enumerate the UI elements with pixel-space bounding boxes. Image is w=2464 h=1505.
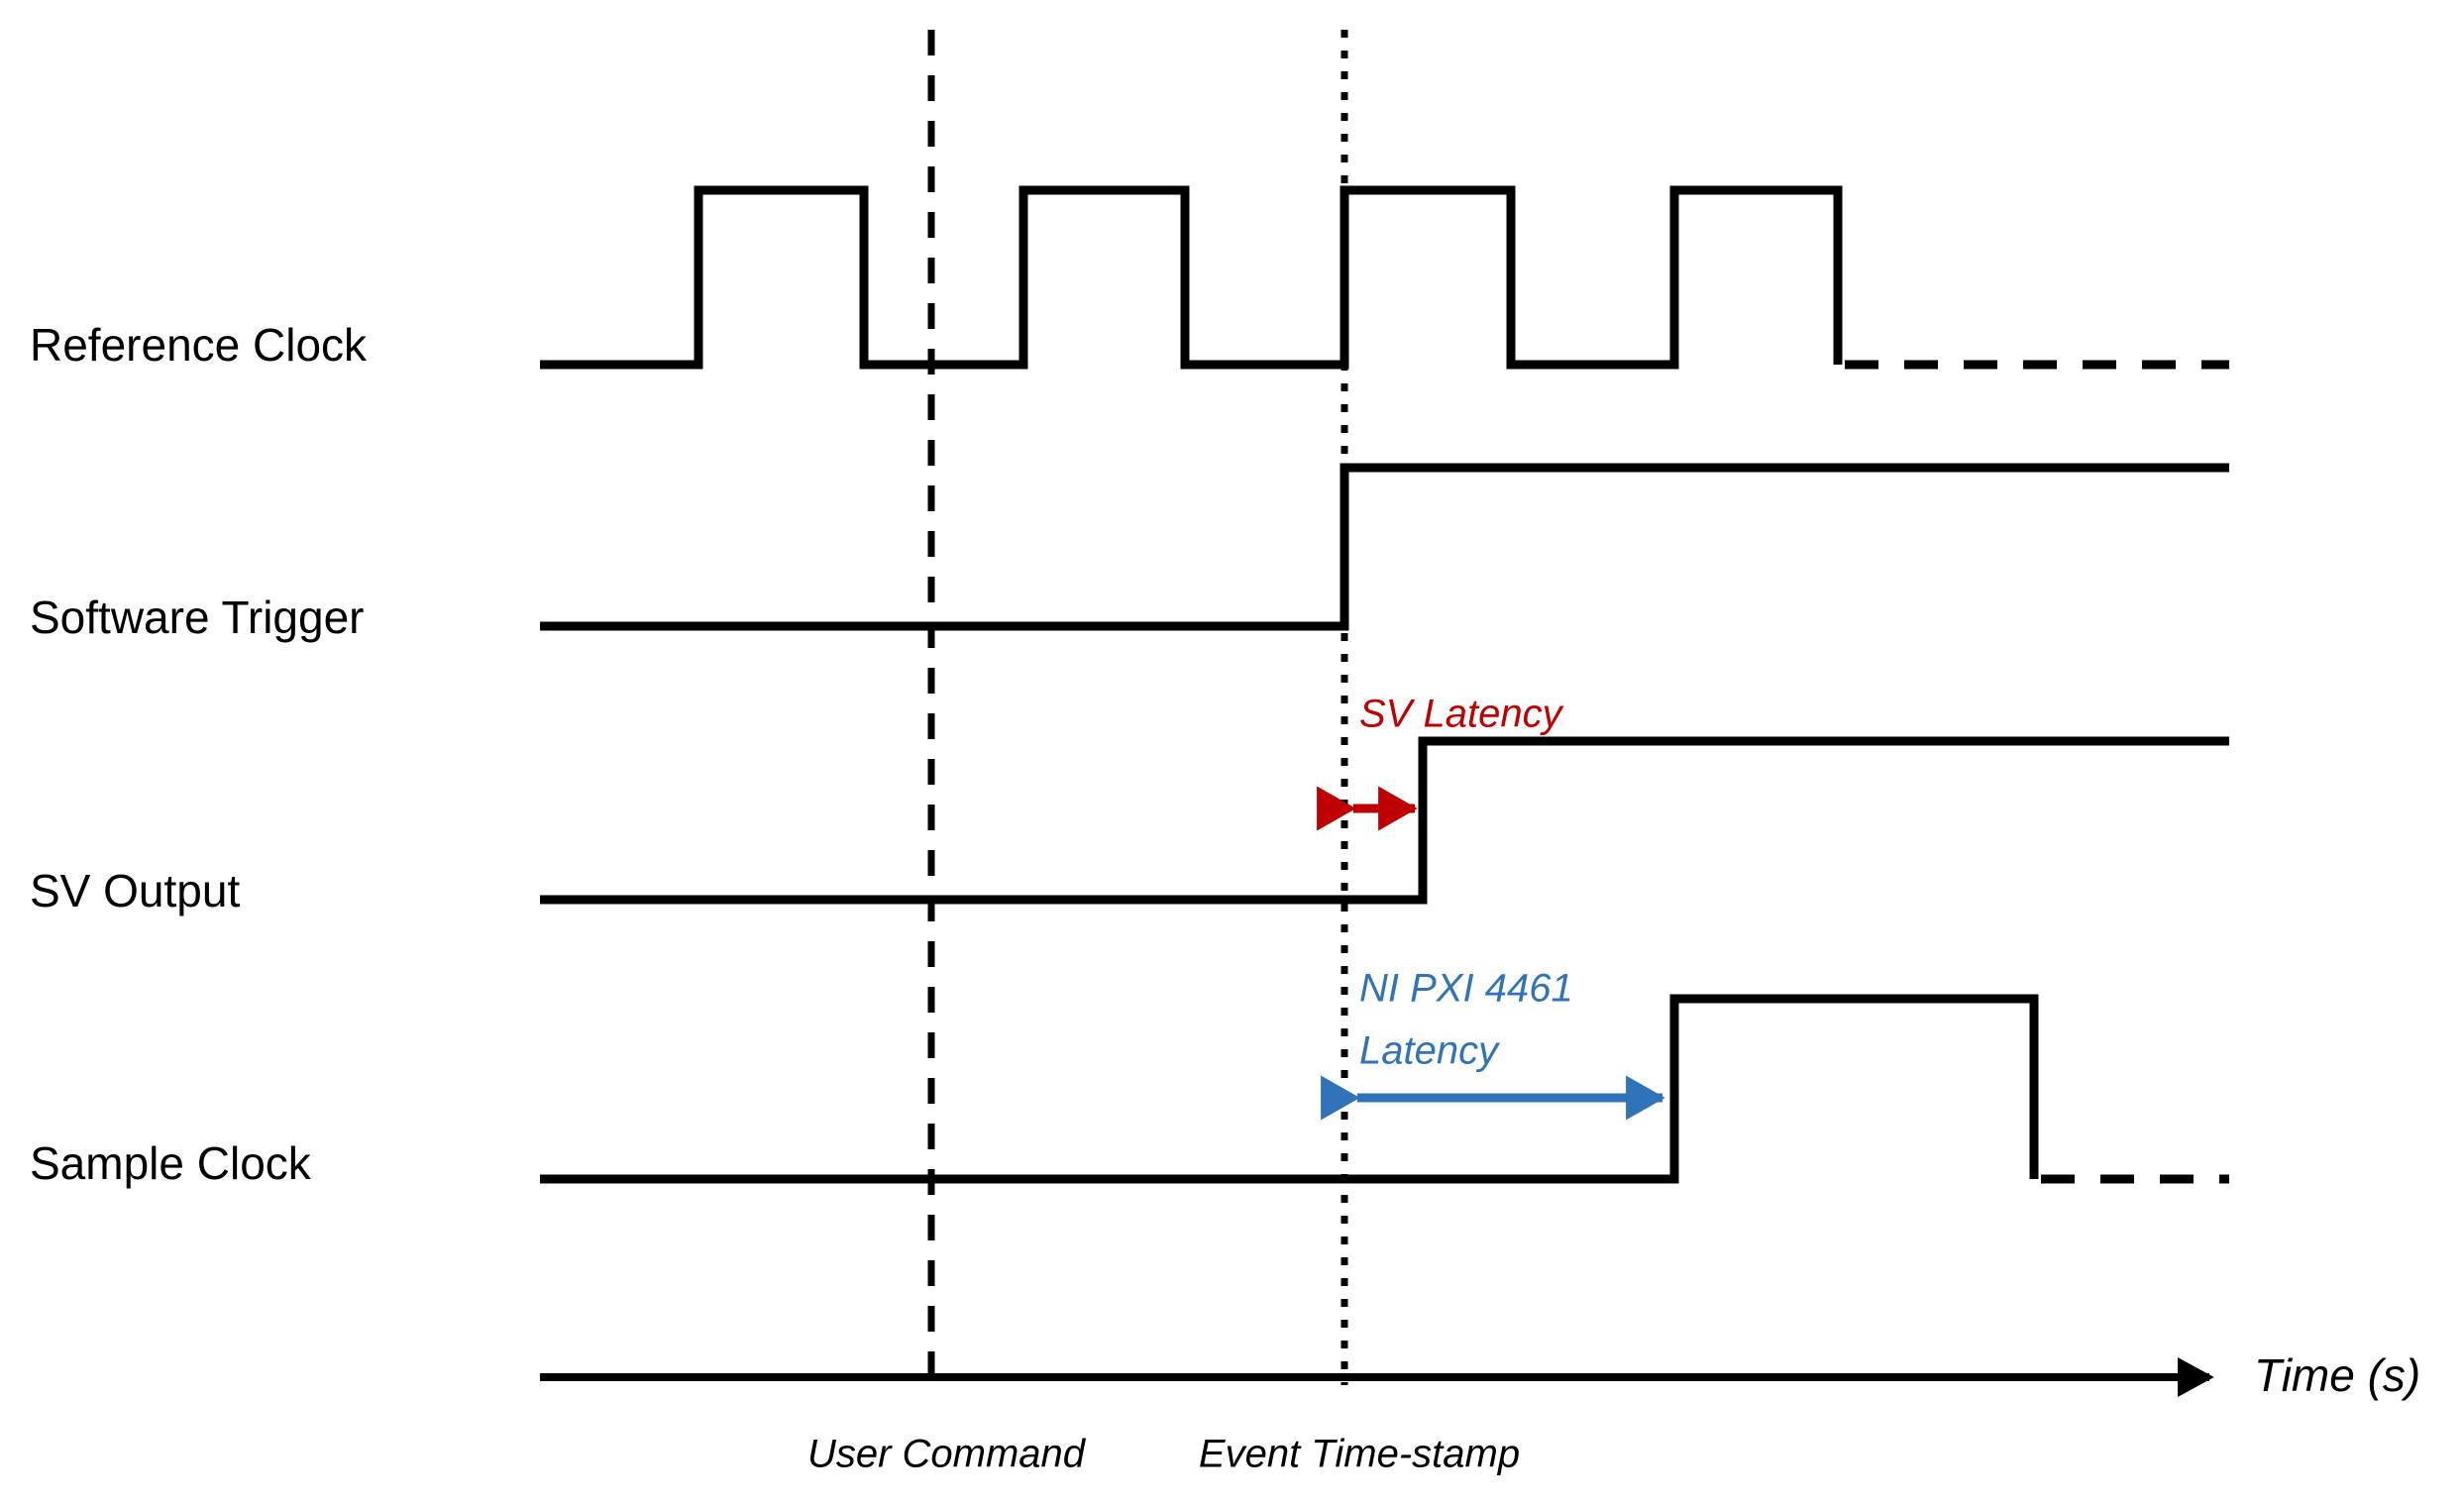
marker-label-user-command: User Command <box>807 1433 1087 1476</box>
annotation-ni-latency-line1: NI PXI 4461 <box>1359 967 1573 1011</box>
waveform-sample-clock <box>540 994 2039 1184</box>
annotation-sv-latency-label: SV Latency <box>1359 693 1565 736</box>
signal-label-reference-clock: Reference Clock <box>30 319 368 371</box>
waveform-software-trigger <box>540 463 2229 631</box>
marker-label-event-timestamp: Event Time-stamp <box>1199 1433 1520 1476</box>
signal-label-sv-output: SV Output <box>30 865 240 916</box>
signal-label-software-trigger: Software Trigger <box>30 591 364 643</box>
time-axis-label: Time (s) <box>2254 1349 2420 1401</box>
signal-label-sample-clock: Sample Clock <box>30 1137 312 1189</box>
waveform-reference-clock <box>540 185 1843 370</box>
waveform-sv-output <box>540 736 2229 905</box>
annotation-ni-latency-line2: Latency <box>1359 1029 1501 1073</box>
